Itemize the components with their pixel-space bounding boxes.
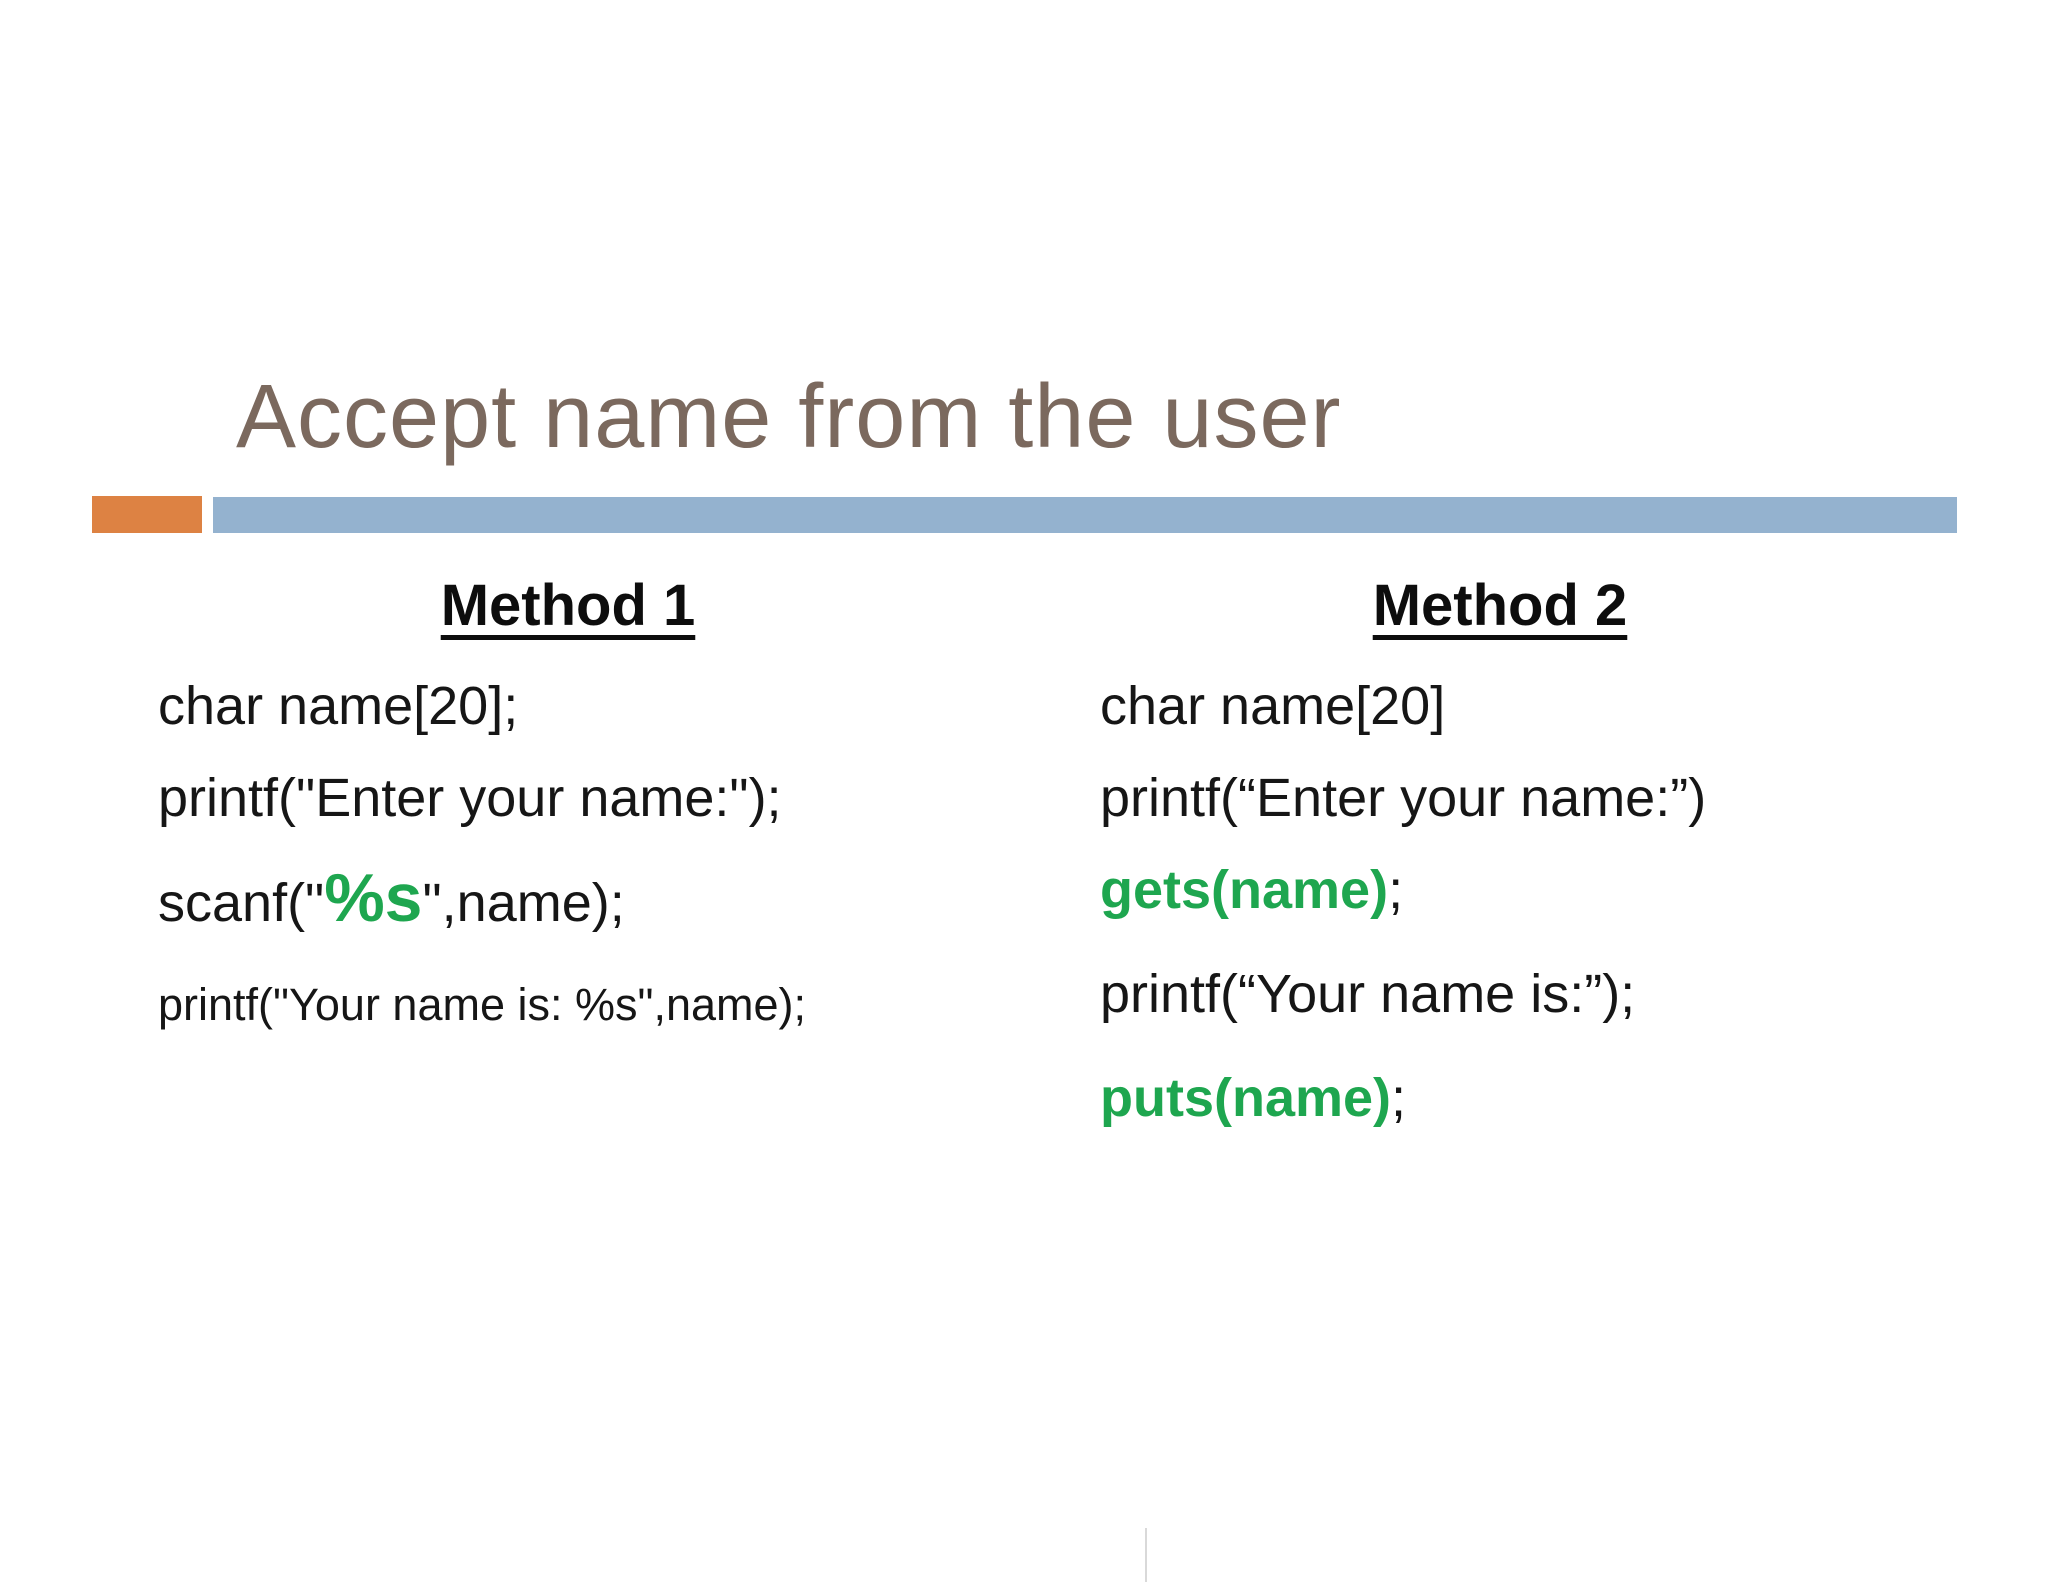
method2-column: Method 2 char name[20] printf(“Enter you… (1100, 572, 1900, 1159)
code-text: printf("Your name is: %s",name); (158, 979, 807, 1031)
code-text: printf("Enter your name:"); (158, 768, 782, 829)
bottom-divider-mark (1145, 1528, 1147, 1582)
format-specifier-highlight: %s (324, 860, 423, 937)
method1-heading: Method 1 (440, 573, 696, 638)
code-line: printf(“Your name is:”); (1100, 963, 1900, 1025)
code-text: char name[20] (1100, 676, 1446, 736)
code-line: printf("Your name is: %s",name); (158, 979, 978, 1031)
code-text: ; (1388, 860, 1404, 921)
code-text: scanf(" (158, 873, 325, 934)
code-text: printf(“Your name is:”); (1100, 964, 1636, 1025)
code-line: puts(name); (1100, 1067, 1900, 1129)
title-accent-bar (213, 497, 1957, 533)
code-text: ; (1391, 1068, 1407, 1129)
code-line: scanf("%s",name); (158, 859, 978, 937)
code-text: ",name); (422, 873, 625, 934)
puts-call-highlight: puts(name) (1100, 1068, 1392, 1129)
code-text: printf(“Enter your name:”) (1100, 768, 1707, 829)
method1-column: Method 1 char name[20]; printf("Enter yo… (158, 572, 978, 1061)
code-line: printf(“Enter your name:”) (1100, 767, 1900, 829)
slide-title: Accept name from the user (236, 367, 1342, 467)
code-line: gets(name); (1100, 859, 1900, 921)
code-line: printf("Enter your name:"); (158, 767, 978, 829)
title-accent-square (92, 496, 202, 533)
method2-heading: Method 2 (1372, 573, 1628, 638)
code-line: char name[20] (1100, 675, 1900, 737)
code-text: char name[20]; (158, 676, 519, 736)
code-line: char name[20]; (158, 675, 978, 737)
gets-call-highlight: gets(name) (1100, 860, 1389, 921)
